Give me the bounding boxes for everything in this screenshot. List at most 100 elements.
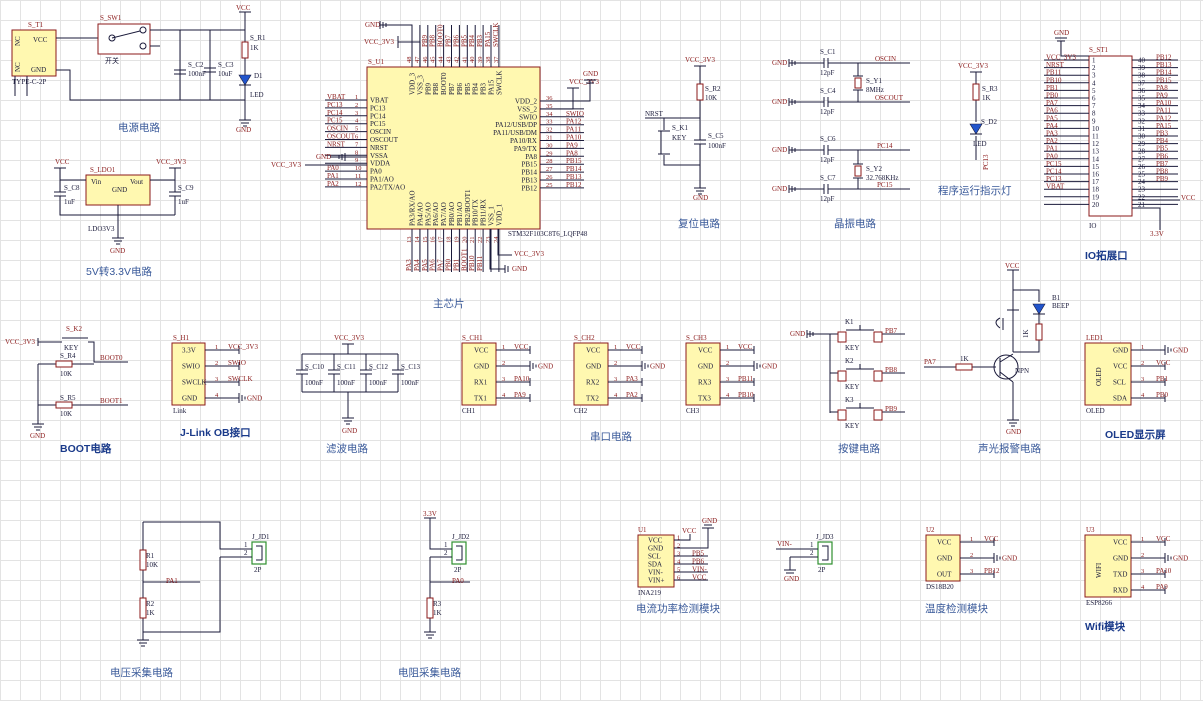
uart-1-net-2: PA3 xyxy=(626,375,638,383)
title-uart: 串口电路 xyxy=(590,430,632,443)
mcu-bottom-net-1: PA4 xyxy=(413,259,421,271)
ldo-pin-gnd: GND xyxy=(112,186,127,194)
net-pc14: PC14 xyxy=(877,142,893,150)
boot-v33-label: VCC_3V3 xyxy=(5,338,35,346)
mcu-right-net-3: PA12 xyxy=(566,118,582,126)
alarm-base-r-value: 1K xyxy=(960,355,969,363)
power-gnd-label: GND xyxy=(236,126,251,134)
filter-gnd-label: GND xyxy=(342,427,357,435)
jd2-value: 2P xyxy=(454,566,462,574)
t1-pin-nc-top: NC xyxy=(14,36,22,46)
io-left-net-9: PA4 xyxy=(1046,122,1058,130)
oled-pins-pinname-0: GND xyxy=(1113,347,1128,355)
mcu-bottom-net-9: PB11 xyxy=(476,255,484,271)
vs-r1-ref: R1 xyxy=(146,552,155,560)
mcu-top-pinnum-4: 44 xyxy=(438,56,445,63)
c8-value: 1uF xyxy=(64,198,75,206)
jd3-value: 2P xyxy=(818,566,826,574)
wifi-pins-pinnum-2: 3 xyxy=(1141,568,1144,575)
alarm-led-resistor xyxy=(1035,323,1043,341)
io-label: IO xyxy=(1089,222,1096,230)
mcu-top-pinnum-2: 46 xyxy=(422,56,429,63)
io-left-pinnum-10: 11 xyxy=(1092,133,1099,141)
mcu-bottom-pinname-3: PA6/AO xyxy=(432,202,440,226)
io-left-pinnum-19: 20 xyxy=(1092,201,1100,209)
vs-r2-ref: R2 xyxy=(146,600,155,608)
r5-body xyxy=(55,401,73,409)
alarm-gnd-label: GND xyxy=(1006,428,1021,436)
temp-pins-net-1: GND xyxy=(1002,555,1017,563)
oled-pins-net-2: PB1 xyxy=(1156,375,1169,383)
boot-circuit: VCC_3V3 S_K2 KEY S_R4 10K BOOT0 S_R5 10K… xyxy=(5,325,128,455)
c3-value: 10uF xyxy=(218,70,233,78)
jd2-connector xyxy=(451,541,467,565)
io-right-pinnum-14: 26 xyxy=(1138,163,1146,171)
mcu-bottom-pinnum-10: 23 xyxy=(485,237,492,244)
io-left-pinnum-7: 8 xyxy=(1092,110,1096,118)
title-rsample: 电阻采集电路 xyxy=(398,666,461,679)
mcu-v33-right-label: VCC_3V3 xyxy=(569,78,599,86)
xtal-gnd-3: GND xyxy=(772,146,787,154)
filter-cap-ref-2: S_C12 xyxy=(369,363,389,371)
mcu-right-pinname-7: PA8 xyxy=(525,153,537,161)
mcu-bottom-pinname-4: PA7/AO xyxy=(440,202,448,226)
io-right-pinnum-3: 37 xyxy=(1138,79,1146,87)
io-left-net-5: PB0 xyxy=(1046,92,1059,100)
d1-value: LED xyxy=(250,91,264,99)
usb-typec-connector xyxy=(11,29,57,77)
jlink-pins-pinnum-2: 3 xyxy=(215,376,218,383)
ina-pinname-0: VCC xyxy=(648,537,663,545)
c1-value: 12pF xyxy=(820,69,835,77)
title-mcu: 主芯片 xyxy=(433,297,465,310)
io-left-net-8: PA5 xyxy=(1046,114,1058,122)
io-right-pinnum-12: 28 xyxy=(1138,148,1146,156)
title-keys: 按键电路 xyxy=(838,442,880,455)
mcu-left-pinname-1: PC13 xyxy=(370,104,386,112)
ina-net-4: VIN- xyxy=(692,566,707,574)
mcu-right-pinnum-6: 30 xyxy=(546,142,553,149)
title-reset: 复位电路 xyxy=(678,217,720,230)
uart-1-pinnum-2: 3 xyxy=(614,376,617,383)
r4-value: 10K xyxy=(60,370,72,378)
title-power: 电源电路 xyxy=(118,121,160,134)
uart-2-net-3: PB10 xyxy=(738,391,754,399)
io-right-net-5: PA9 xyxy=(1156,92,1168,100)
temp-pins-pinname-1: GND xyxy=(937,555,952,563)
jlink-body xyxy=(171,342,206,406)
key-2-pad-right xyxy=(873,409,883,421)
oled-pins-pinnum-3: 4 xyxy=(1141,392,1145,399)
io-right-net-8: PA12 xyxy=(1156,114,1172,122)
io-right-net-3: PB15 xyxy=(1156,76,1172,84)
mcu-left-net-6: NRST xyxy=(327,140,346,148)
io-left-net-11: PA2 xyxy=(1046,137,1058,145)
c1-ref: S_C1 xyxy=(820,48,836,56)
mcu-left-net-1: PC13 xyxy=(327,101,343,109)
io-left-pinnum-15: 16 xyxy=(1092,171,1100,179)
io-left-net-10: PA3 xyxy=(1046,130,1058,138)
uart-0-net-0: VCC xyxy=(514,343,529,351)
mcu-left-pinnum-4: 5 xyxy=(355,126,358,133)
io-left-pinnum-6: 7 xyxy=(1092,102,1096,110)
c2-ref: S_C2 xyxy=(188,61,204,69)
run-led-icon xyxy=(969,123,983,135)
io-right-pinnum-19: 21 xyxy=(1138,201,1146,209)
mcu-top-pinname-1: VSS_3 xyxy=(416,75,424,95)
jlink-pins-pinname-0: 3.3V xyxy=(182,347,196,355)
mcu-bottom-pinname-10: VSS_1 xyxy=(488,206,496,226)
c9-value: 1uF xyxy=(178,198,189,206)
uart-0-pinnum-3: 4 xyxy=(502,392,506,399)
key-0-pad-right xyxy=(873,331,883,343)
io-left-pinnum-16: 17 xyxy=(1092,178,1100,186)
mcu-bottom-pinnum-5: 18 xyxy=(446,237,453,244)
io-right-pinnum-4: 36 xyxy=(1138,87,1146,95)
jd3-net: VIN- xyxy=(777,540,792,548)
npn-label: NPN xyxy=(1015,367,1029,375)
mcu-bottom-net-4: PA7 xyxy=(437,259,445,271)
runled-v33-label: VCC_3V3 xyxy=(958,62,988,70)
filter-cap-value-1: 100nF xyxy=(337,379,355,387)
vs-r2-body xyxy=(139,597,147,619)
mcu-top-net-3: PB8 xyxy=(429,34,437,47)
io-right-net-10: PB3 xyxy=(1156,130,1169,138)
